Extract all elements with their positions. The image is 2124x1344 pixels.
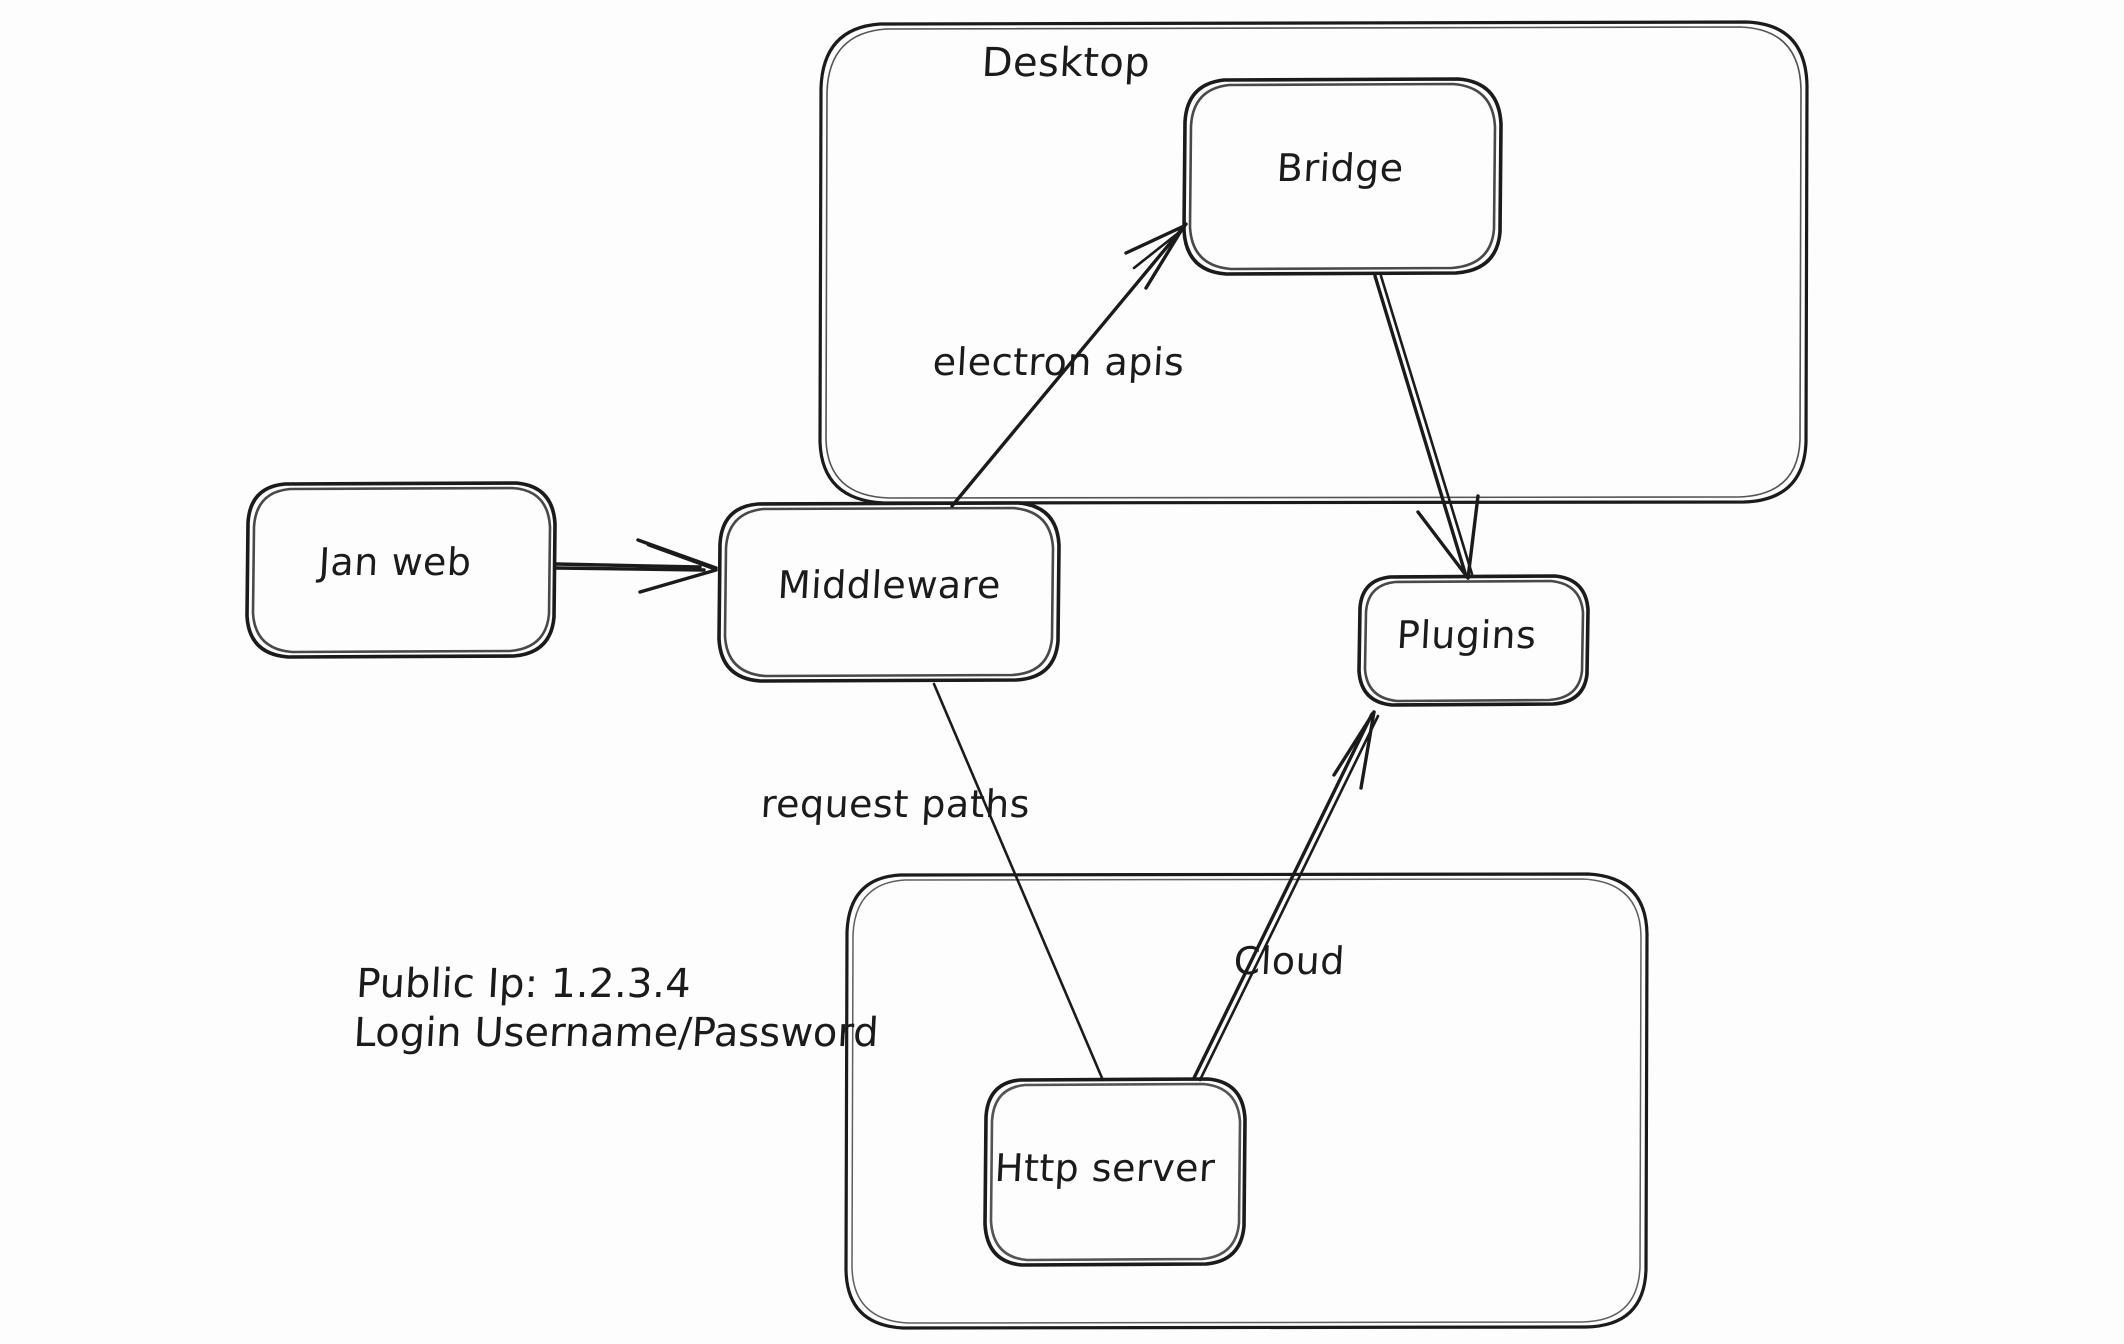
- edge-middleware-to-bridge: [950, 222, 1188, 508]
- annotation-credentials: Public Ip: 1.2.3.4 Login Username/Passwo…: [352, 960, 882, 1058]
- group-cloud-outline: [844, 872, 1649, 1330]
- edge-bridge-to-plugins: [1373, 274, 1480, 580]
- node-http-server-outline: [983, 1077, 1247, 1267]
- group-desktop-outline: [818, 20, 1809, 505]
- annotation-login: Login Username/Password: [352, 1009, 880, 1056]
- node-jan-web-outline: [245, 481, 557, 659]
- edge-httpserver-to-middleware: [932, 682, 1104, 1080]
- edge-janweb-to-middleware: [554, 538, 718, 594]
- node-middleware-outline: [717, 501, 1061, 683]
- node-label-jan-web[interactable]: Jan web: [317, 540, 473, 584]
- node-bridge-outline: [1182, 77, 1503, 276]
- node-label-middleware[interactable]: Middleware: [776, 563, 1003, 607]
- edge-label-cloud: Cloud: [1232, 939, 1347, 983]
- node-label-http-server[interactable]: Http server: [993, 1146, 1217, 1190]
- node-label-bridge[interactable]: Bridge: [1275, 146, 1405, 190]
- edge-httpserver-to-plugins: [1192, 710, 1380, 1082]
- node-plugins-outline: [1357, 574, 1590, 707]
- node-label-plugins[interactable]: Plugins: [1395, 613, 1538, 657]
- edge-label-electron-apis: electron apis: [931, 340, 1186, 384]
- edge-label-request-paths: request paths: [759, 782, 1032, 826]
- group-label-desktop: Desktop: [980, 40, 1152, 86]
- annotation-public-ip: Public Ip: 1.2.3.4: [355, 961, 692, 1007]
